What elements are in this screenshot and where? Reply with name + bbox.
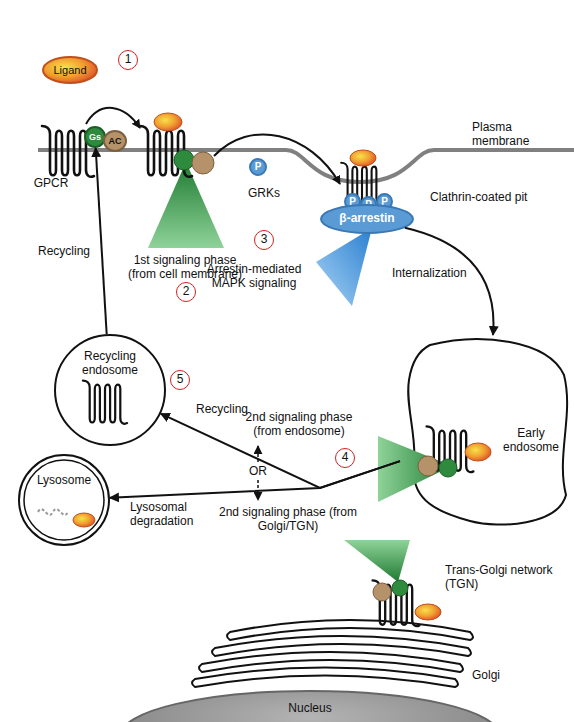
text-label: Arrestin-mediated MAPK signaling: [192, 262, 316, 291]
text-label: Plasma membrane: [472, 120, 572, 149]
edge-label: Lysosomal degradation: [130, 500, 214, 529]
callout-number: 5: [170, 370, 190, 390]
text-label: GRKs: [248, 186, 298, 200]
node-text: P: [255, 161, 262, 173]
signaling-triangle: [344, 540, 410, 582]
node-text: Gs: [89, 132, 101, 142]
text-label: Clathrin-coated pit: [430, 190, 530, 204]
callout-number: 2: [176, 282, 196, 302]
arrestin-ellipse: β-arrestin: [320, 204, 414, 234]
node-text: β-arrestin: [339, 212, 394, 226]
node-text: Recycling endosome: [70, 350, 150, 378]
early-endosome: Early endosome: [400, 335, 570, 530]
ligand: [415, 604, 441, 620]
g-protein: [392, 580, 408, 596]
text-label: OR: [245, 464, 271, 478]
adenylyl-cyclase: [192, 152, 214, 174]
text-label: Golgi: [472, 668, 522, 682]
activation-arrow: [86, 108, 140, 128]
gpcr-receptor: [373, 580, 420, 626]
dotted-arrow: [257, 446, 259, 462]
lysosome: Lysosome: [18, 454, 110, 546]
edge-label: Recycling: [196, 402, 266, 416]
golgi-stack: [192, 620, 473, 687]
g-protein: [174, 150, 194, 170]
text-label: Trans-Golgi network (TGN): [445, 563, 565, 592]
edge-label: Internalization: [392, 266, 476, 280]
text-label: 2nd signaling phase (from endosome): [240, 410, 358, 439]
node-text: AC: [109, 136, 122, 146]
callout-number: 3: [254, 230, 274, 250]
adenylyl-cyclase: [373, 583, 391, 601]
ligand: [350, 150, 376, 166]
recycling-endosome: Recycling endosome: [54, 334, 166, 446]
lysosome-outline: [18, 454, 110, 546]
nucleus: Nucleus: [120, 690, 500, 722]
connector-arrow: [405, 228, 494, 335]
dotted-arrow: [257, 480, 259, 500]
node-text: Early endosome: [496, 427, 566, 455]
signaling-triangle: [148, 162, 224, 248]
node-text: Lysosome: [24, 474, 104, 488]
node-text: Nucleus: [120, 702, 500, 716]
edge-label: Recycling: [38, 244, 98, 258]
arrestin-signaling-triangle: [316, 228, 372, 306]
ligand: [154, 113, 182, 131]
connector-arrow: [96, 148, 107, 334]
node-text: Ligand: [53, 64, 86, 77]
text-label: GPCR: [26, 176, 76, 190]
callout-number: 1: [118, 50, 138, 70]
gs-protein: Gs: [84, 126, 106, 148]
ligand-ellipse: Ligand: [42, 56, 98, 84]
plasma-membrane: [38, 150, 574, 182]
grk-arrow: [214, 134, 340, 184]
text-label: 2nd signaling phase (from Golgi/TGN): [218, 505, 358, 534]
callout-number: 4: [335, 448, 355, 468]
connector-arrow: [110, 461, 400, 498]
gpcr-receptor: [140, 126, 192, 177]
adenylyl-cyclase: AC: [103, 130, 127, 152]
phosphate-circle: P: [249, 158, 267, 176]
